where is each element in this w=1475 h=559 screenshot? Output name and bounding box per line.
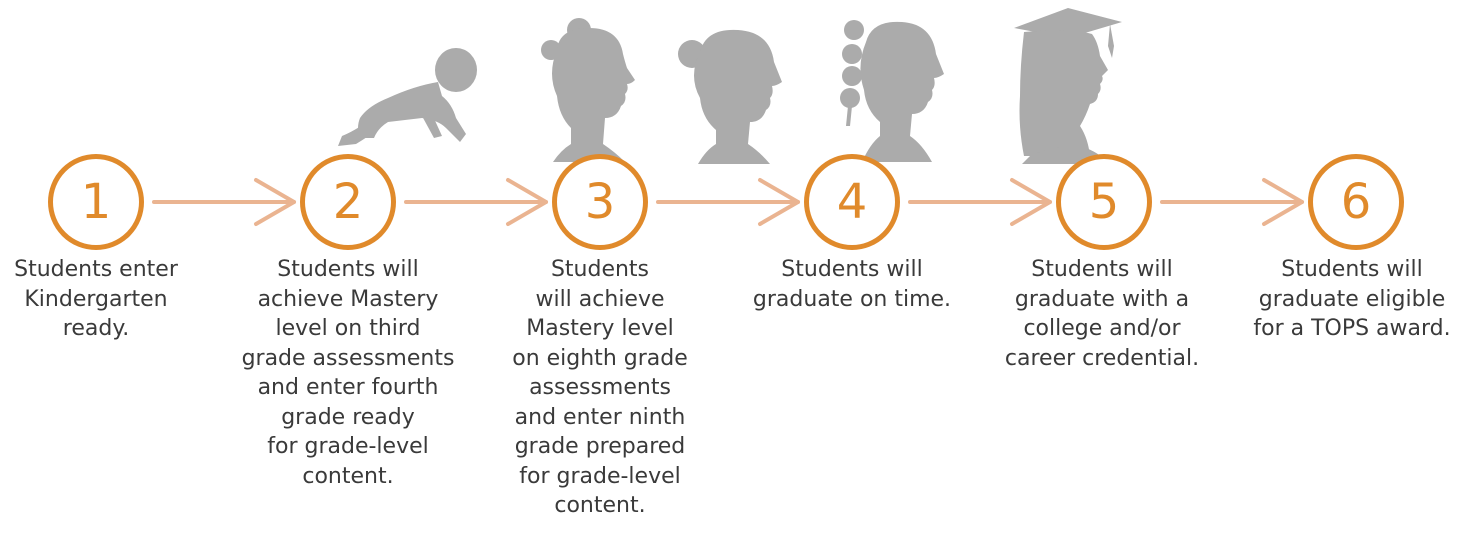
teen-profile-icon [840, 20, 944, 162]
step-6-number: 6 [1340, 174, 1372, 230]
step-1-description: Students enter Kindergarten ready. [14, 257, 178, 341]
step-2-circle: 2 [300, 154, 396, 250]
step-5-circle: 5 [1056, 154, 1152, 250]
connector-arrow [1160, 178, 1304, 226]
connector-arrow [656, 178, 800, 226]
step-1-number: 1 [80, 174, 112, 230]
step-4-description: Students will graduate on time. [752, 257, 952, 312]
step-2-number: 2 [332, 174, 364, 230]
step-5-description: Students will graduate with a college an… [1004, 257, 1200, 371]
step-4-circle: 4 [804, 154, 900, 250]
step-3-circle: 3 [552, 154, 648, 250]
connector-arrow [908, 178, 1052, 226]
step-5-number: 5 [1088, 174, 1120, 230]
step-3-description: Students will achieve Mastery level on e… [512, 257, 688, 518]
step-3-number: 3 [584, 174, 616, 230]
connector-arrow [404, 178, 548, 226]
girl-profile-icon [678, 29, 782, 164]
step-4-number: 4 [836, 174, 868, 230]
step-6-description: Students will graduate eligible for a TO… [1253, 257, 1451, 341]
graduate-profile-icon [1014, 8, 1122, 164]
step-1-circle: 1 [48, 154, 144, 250]
child-profile-icon [541, 18, 635, 162]
crawling-baby-icon [338, 48, 477, 146]
step-6-circle: 6 [1308, 154, 1404, 250]
connector-arrow [152, 178, 296, 226]
step-2-description: Students will achieve Mastery level on t… [241, 257, 455, 489]
